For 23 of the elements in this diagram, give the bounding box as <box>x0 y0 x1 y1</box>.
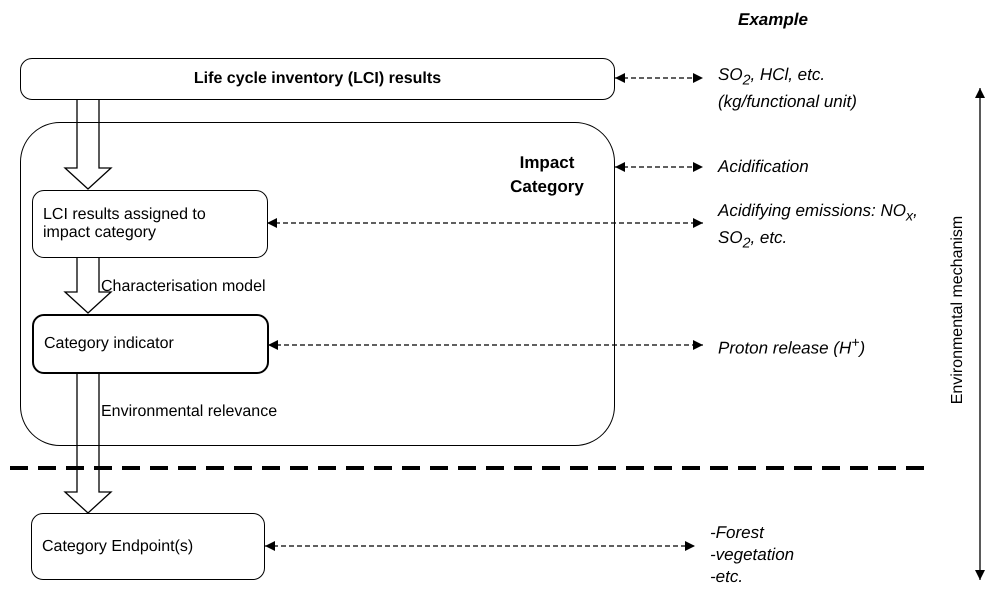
process-box: Category indicator <box>32 314 269 374</box>
arrow <box>268 340 703 350</box>
arrow <box>265 541 695 551</box>
example-text: Acidification <box>718 156 918 180</box>
block-arrow <box>63 372 113 514</box>
panel-heading: Impact Category <box>509 152 585 198</box>
example-text: Proton release (H$^{+}$) <box>718 332 918 356</box>
block-arrow <box>63 256 113 314</box>
edge-label: Characterisation model <box>101 278 266 296</box>
example-text: SO$_{2}$, HCl, etc. (kg/functional unit) <box>718 64 918 112</box>
arrow <box>615 162 703 172</box>
block-arrow <box>63 99 113 190</box>
process-box: Category Endpoint(s) <box>31 513 265 580</box>
edge-label: Environmental relevance <box>101 403 278 421</box>
impact-category-panel <box>20 122 615 446</box>
example-text: -Forest -vegetation -etc. <box>710 522 910 592</box>
arrow <box>267 218 703 228</box>
process-box: LCI results assigned to impact category <box>32 190 268 258</box>
column-heading: Example <box>738 10 808 30</box>
example-text: Acidifying emissions: NO$_{x}$, SO$_{2}$, etc. <box>718 200 918 248</box>
axis-label: Environmental mechanism <box>949 216 967 404</box>
arrow <box>615 73 703 83</box>
process-box: Life cycle inventory (LCI) results <box>20 58 615 100</box>
